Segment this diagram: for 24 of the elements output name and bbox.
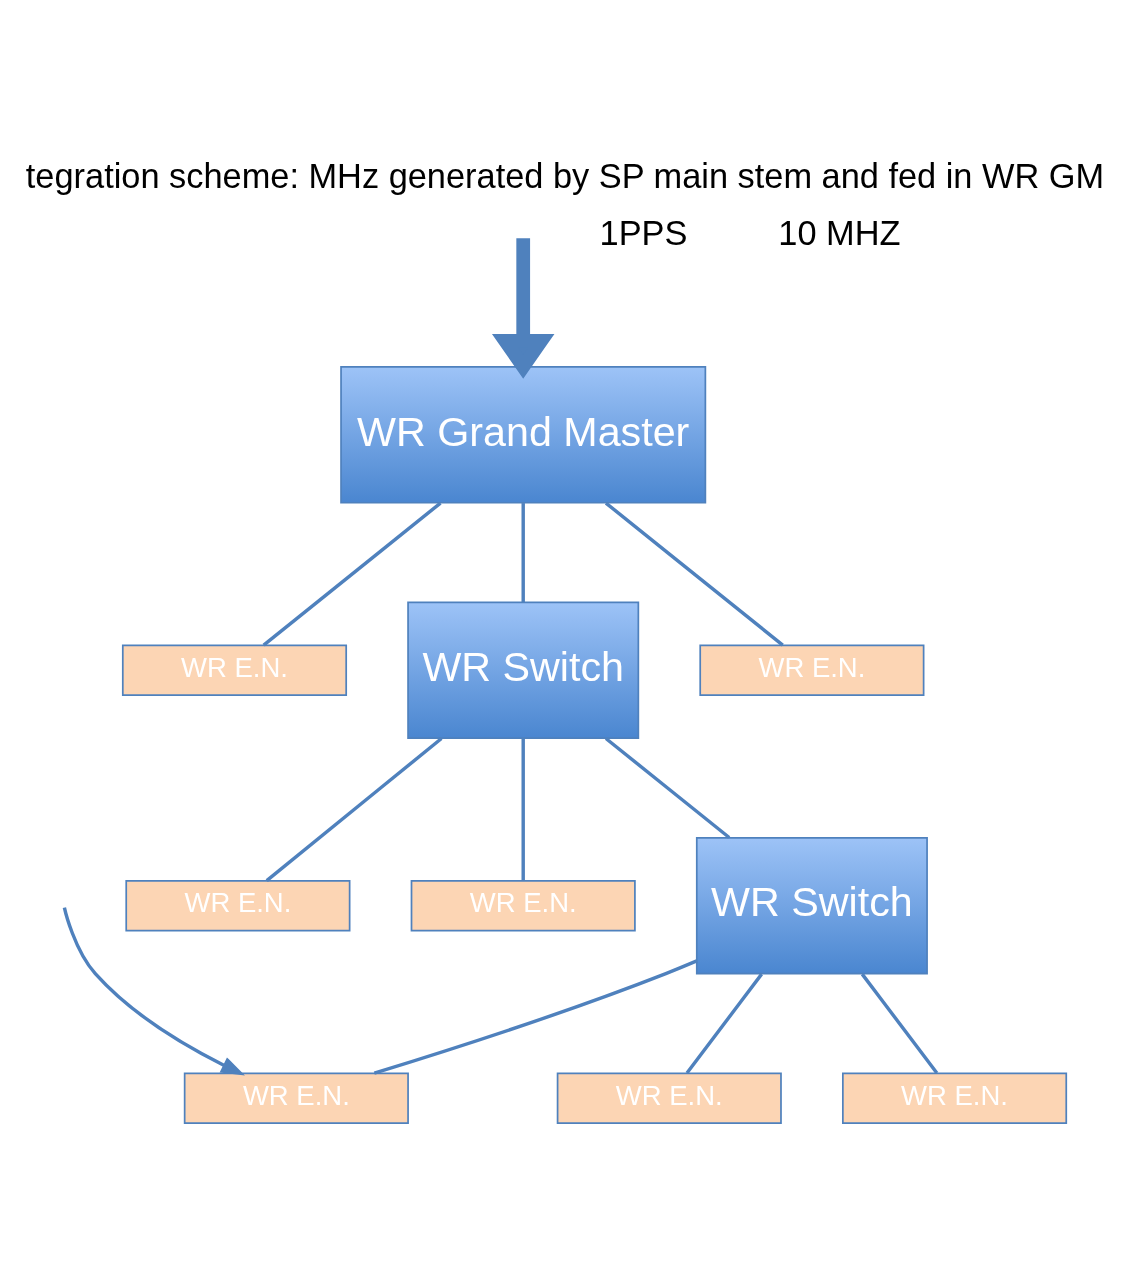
connector bbox=[604, 737, 731, 839]
node-box: WR Switch bbox=[695, 837, 928, 975]
node-box: WR E.N. bbox=[121, 644, 348, 697]
node-box: WR Switch bbox=[407, 601, 640, 740]
connector bbox=[521, 503, 525, 603]
node-box: WR E.N. bbox=[699, 644, 925, 697]
arrow bbox=[491, 238, 555, 379]
node-box: WR E.N. bbox=[556, 1072, 782, 1124]
connector bbox=[604, 501, 784, 647]
node-box: WR E.N. bbox=[183, 1072, 409, 1124]
connector bbox=[262, 501, 442, 647]
node-box: WR E.N. bbox=[125, 879, 351, 932]
connector bbox=[521, 738, 525, 881]
node-box: WR Grand Master bbox=[340, 366, 707, 504]
connector bbox=[685, 973, 763, 1075]
diagram-title: tegration scheme: MHz generated by SP main stem and fed in WR GM bbox=[25, 157, 1105, 196]
connector bbox=[860, 973, 939, 1075]
label: 10 MHZ bbox=[778, 213, 901, 252]
node-box: WR E.N. bbox=[410, 879, 636, 932]
node-box: WR E.N. bbox=[842, 1072, 1068, 1124]
connector bbox=[373, 959, 698, 1075]
label: 1PPS bbox=[599, 213, 688, 252]
arrow bbox=[62, 907, 245, 1076]
connector bbox=[265, 737, 443, 882]
